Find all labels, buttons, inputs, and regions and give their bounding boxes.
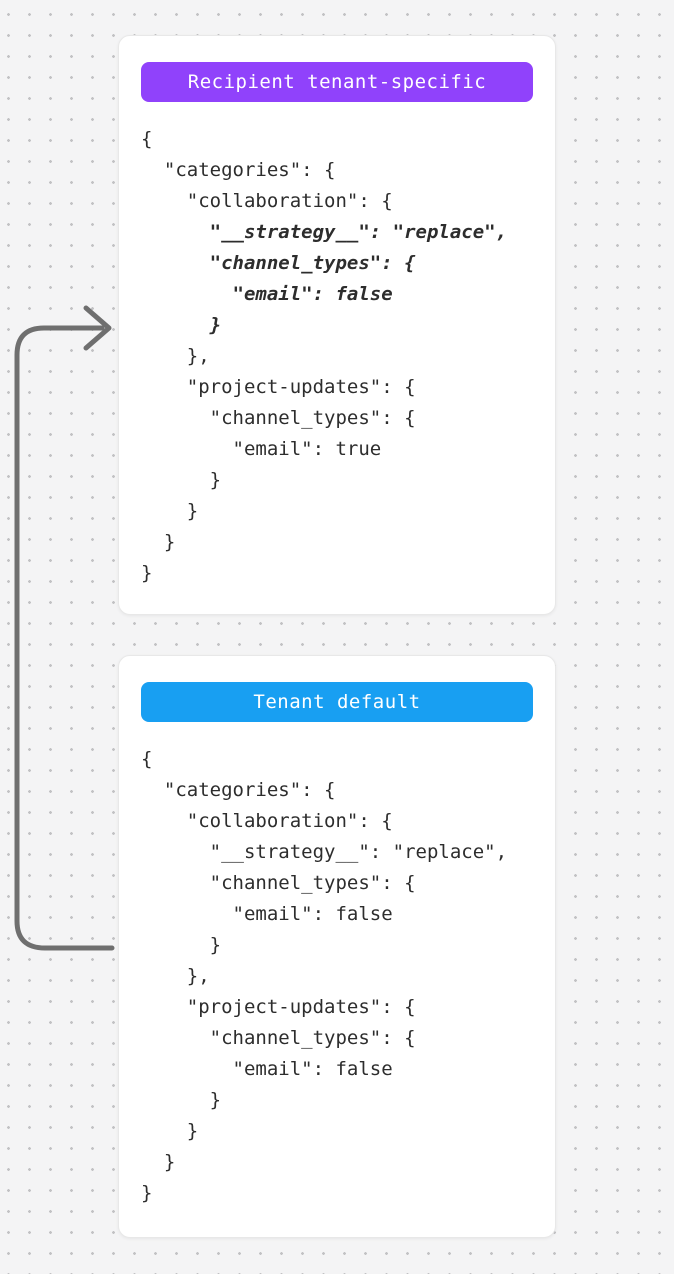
code-line: "channel_types": { <box>141 1027 416 1049</box>
code-line: "email": false <box>141 283 393 305</box>
code-line: }, <box>141 345 210 367</box>
code-line: { <box>141 748 153 770</box>
arrow-head-icon <box>83 305 112 351</box>
code-line: } <box>141 469 222 491</box>
code-line: } <box>141 562 153 584</box>
code-line: }, <box>141 965 210 987</box>
code-line: } <box>141 500 199 522</box>
code-line: "__strategy__": "replace", <box>141 841 508 863</box>
code-line: "categories": { <box>141 159 336 181</box>
code-line: "email": true <box>141 438 382 460</box>
recipient-tenant-specific-card: Recipient tenant-specific { "categories"… <box>118 35 556 615</box>
json-code-block: { "categories": { "collaboration": { "__… <box>141 744 533 1209</box>
code-line: } <box>141 1089 222 1111</box>
tenant-default-badge: Tenant default <box>141 682 533 722</box>
code-line: "email": false <box>141 903 393 925</box>
code-line: "collaboration": { <box>141 190 393 212</box>
code-line: "channel_types": { <box>141 407 416 429</box>
code-line: "channel_types": { <box>141 252 416 274</box>
arrow-line <box>14 325 115 951</box>
code-line: "email": false <box>141 1058 393 1080</box>
code-line: "collaboration": { <box>141 810 393 832</box>
code-line: } <box>141 934 222 956</box>
code-line: } <box>141 1151 176 1173</box>
code-line: } <box>141 1182 153 1204</box>
code-line: "__strategy__": "replace", <box>141 221 508 243</box>
json-code-block: { "categories": { "collaboration": { "__… <box>141 124 533 589</box>
recipient-tenant-specific-badge: Recipient tenant-specific <box>141 62 533 102</box>
code-line: } <box>141 1120 199 1142</box>
code-line: } <box>141 314 222 336</box>
code-line: "categories": { <box>141 779 336 801</box>
code-line: } <box>141 531 176 553</box>
code-line: "channel_types": { <box>141 872 416 894</box>
tenant-default-card: Tenant default { "categories": { "collab… <box>118 655 556 1238</box>
code-line: "project-updates": { <box>141 376 416 398</box>
code-line: "project-updates": { <box>141 996 416 1018</box>
code-line: { <box>141 128 153 150</box>
